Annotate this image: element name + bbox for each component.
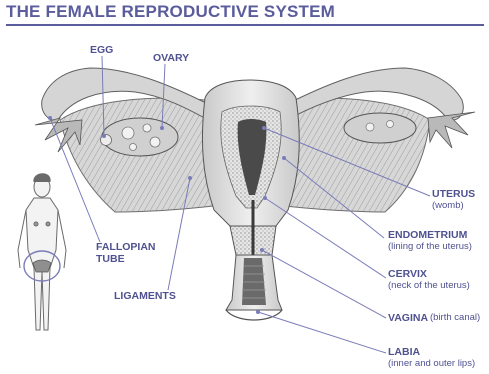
label-labia: LABIA bbox=[388, 346, 420, 358]
label-cervix-sub: (neck of the uterus) bbox=[388, 280, 470, 291]
leader-labia bbox=[258, 312, 386, 353]
label-ligaments: LIGAMENTS bbox=[114, 290, 176, 302]
fimbriae-right bbox=[428, 112, 475, 148]
female-figure-icon bbox=[18, 174, 66, 330]
label-labia-sub: (inner and outer lips) bbox=[388, 358, 475, 369]
label-endometrium-sub: (lining of the uterus) bbox=[388, 241, 472, 252]
labia bbox=[226, 310, 282, 320]
label-fallopian-line1: FALLOPIAN bbox=[96, 241, 156, 253]
label-vagina-sub: (birth canal) bbox=[430, 312, 480, 323]
label-vagina: VAGINA bbox=[388, 312, 428, 324]
label-uterus: UTERUS bbox=[432, 188, 475, 200]
label-ovary: OVARY bbox=[153, 52, 189, 64]
ovary-right bbox=[344, 113, 416, 143]
ovary-left bbox=[102, 118, 178, 156]
label-egg: EGG bbox=[90, 44, 113, 56]
label-uterus-sub: (womb) bbox=[432, 200, 464, 211]
label-endometrium: ENDOMETRIUM bbox=[388, 229, 467, 241]
label-fallopian-line2: TUBE bbox=[96, 253, 125, 265]
label-cervix: CERVIX bbox=[388, 268, 427, 280]
